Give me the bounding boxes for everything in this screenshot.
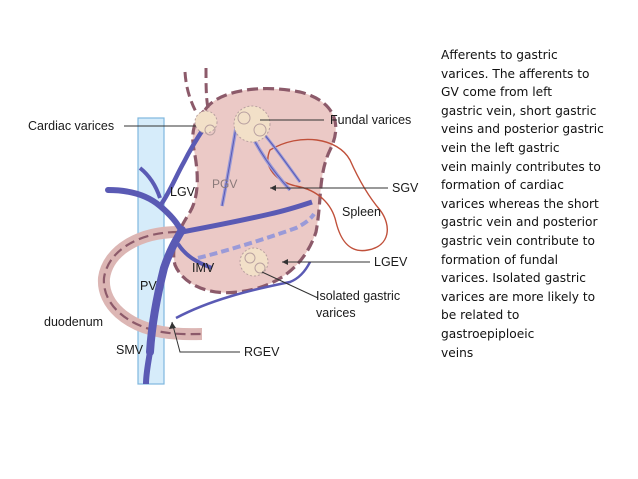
caption-line: varices whereas the short xyxy=(441,196,599,211)
label-cardiac-varices: Cardiac varices xyxy=(28,119,114,133)
cardiac-varices-cluster xyxy=(194,110,218,136)
caption-line: vein the left gastric xyxy=(441,140,560,155)
label-spleen: Spleen xyxy=(342,205,381,219)
stomach xyxy=(172,86,338,295)
label-isolated-gastric-varices-2: varices xyxy=(316,306,356,320)
caption-line: formation of cardiac xyxy=(441,178,564,193)
caption-line: veins and posterior gastric xyxy=(441,122,604,137)
spleen xyxy=(267,138,388,252)
label-duodenum: duodenum xyxy=(44,315,103,329)
label-lgev: LGEV xyxy=(374,255,408,269)
caption-line: varices. Isolated gastric xyxy=(441,271,586,286)
caption-line: GV come from left xyxy=(441,85,553,100)
label-smv: SMV xyxy=(116,343,144,357)
label-pgv: PGV xyxy=(212,177,237,191)
portal-vein xyxy=(146,226,186,356)
label-fundal-varices: Fundal varices xyxy=(330,113,411,127)
leader-lines xyxy=(124,119,388,353)
right-gastroepiploic-vein xyxy=(175,261,312,320)
caption-text: Afferents to gastric varices. The affere… xyxy=(441,46,631,362)
caption-line: gastroepiploeic xyxy=(441,326,535,341)
label-sgv: SGV xyxy=(392,181,419,195)
splenic-vein xyxy=(181,199,313,235)
isolated-gastric-varices-cluster xyxy=(239,247,269,277)
caption-line: varices are more likely to xyxy=(441,289,596,304)
caption-line: gastric vein and posterior xyxy=(441,215,598,230)
caption-line: veins xyxy=(441,345,474,360)
caption-line: formation of fundal xyxy=(441,252,559,267)
left-gastroepiploic-vein xyxy=(197,212,316,260)
label-isolated-gastric-varices-1: Isolated gastric xyxy=(316,289,400,303)
caption-line: Afferents to gastric xyxy=(441,48,558,62)
caption-line: gastric vein, short gastric xyxy=(441,103,597,118)
caption-line: be related to xyxy=(441,308,520,323)
imv xyxy=(176,242,213,270)
label-lgv: LGV xyxy=(170,185,196,199)
caption-line: gastric vein contribute to xyxy=(441,233,595,248)
caption-line: varices. The afferents to xyxy=(441,66,590,81)
esophagus xyxy=(183,71,198,113)
label-pv: PV xyxy=(140,279,157,293)
label-rgev: RGEV xyxy=(244,345,280,359)
fundal-varices-cluster xyxy=(233,105,271,143)
label-imv: IMV xyxy=(192,261,215,275)
caption-line: vein mainly contributes to xyxy=(441,159,601,174)
